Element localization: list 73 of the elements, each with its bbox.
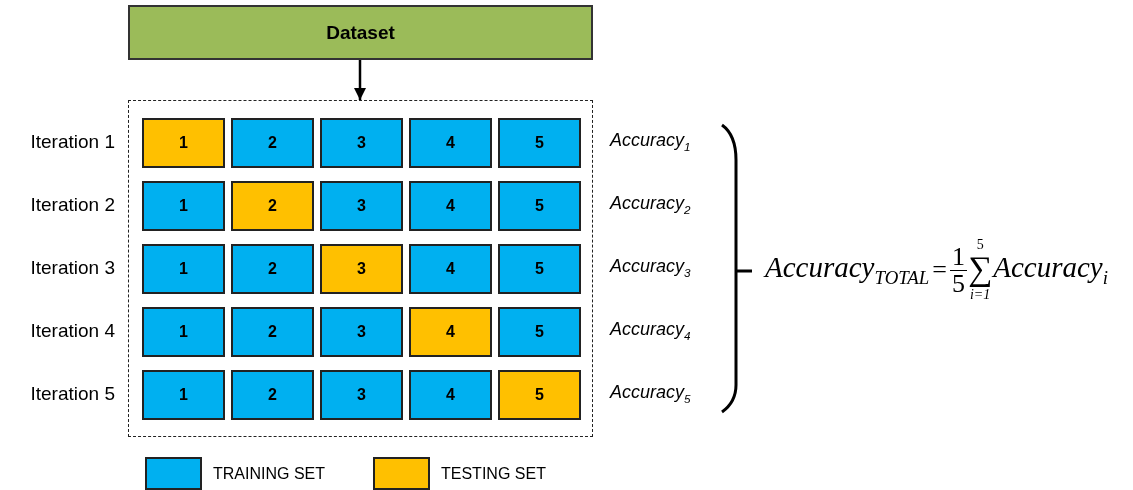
formula-term: Accuracy$_{TOTAL}$ — [765, 251, 930, 289]
cell-text: Dataset — [326, 21, 395, 44]
equals-sign: = — [932, 255, 947, 285]
cell-text: 2 — [268, 134, 277, 152]
cell-text: 2 — [268, 386, 277, 404]
fold-cell — [142, 307, 225, 357]
fraction-denominator: 5 — [952, 270, 965, 297]
fold-cell — [231, 370, 314, 420]
cell-text: 3 — [357, 260, 366, 278]
fold-cell — [320, 307, 403, 357]
cell-text: 1 — [179, 386, 188, 404]
fold-cell — [409, 181, 492, 231]
fold-cell — [498, 307, 581, 357]
accuracy-label: Accuracy$_{5}$ — [610, 382, 691, 405]
cell-text: 5 — [535, 134, 544, 152]
accuracy-label: Accuracy$_{2}$ — [610, 193, 691, 216]
cell-text: 1 — [179, 260, 188, 278]
fold-cell — [409, 370, 492, 420]
fold-cell — [320, 370, 403, 420]
fold-cell — [142, 370, 225, 420]
legend-label: TRAINING SET — [213, 465, 325, 483]
cell-text: 4 — [446, 323, 455, 341]
cell-text: 5 — [535, 260, 544, 278]
cell-text: 1 — [179, 134, 188, 152]
cell-text: 4 — [446, 197, 455, 215]
cell-text: 3 — [357, 134, 366, 152]
fold-cell — [231, 118, 314, 168]
formula-term: Accuracy$_{i}$ — [993, 251, 1108, 289]
cell-text: 5 — [535, 323, 544, 341]
fold-cell — [320, 118, 403, 168]
sum-lower-limit: i=1 — [969, 288, 991, 302]
fold-cell — [498, 370, 581, 420]
fold-cell — [409, 307, 492, 357]
fraction-numerator: 1 — [950, 243, 967, 271]
cell-text: 3 — [357, 386, 366, 404]
cell-text: 1 — [179, 323, 188, 341]
fold-cell — [142, 244, 225, 294]
cell-text: 5 — [535, 197, 544, 215]
cell-text: 4 — [446, 134, 455, 152]
iteration-label: Iteration 5 — [29, 383, 115, 405]
accuracy-label: Accuracy$_{1}$ — [610, 130, 691, 153]
fold-cell — [231, 181, 314, 231]
dataset-box — [128, 5, 593, 60]
fold-cell — [498, 181, 581, 231]
cell-text: 5 — [535, 386, 544, 404]
fold-cell — [320, 244, 403, 294]
accuracy-label: Accuracy$_{3}$ — [610, 256, 691, 279]
fold-cell — [498, 244, 581, 294]
cell-text: 4 — [446, 386, 455, 404]
accuracy-label: Accuracy$_{4}$ — [610, 319, 691, 342]
fold-cell — [231, 244, 314, 294]
cell-text: 2 — [268, 197, 277, 215]
legend-label: TESTING SET — [441, 465, 546, 483]
cell-text: 1 — [179, 197, 188, 215]
cell-text: 2 — [268, 260, 277, 278]
cell-text: 2 — [268, 323, 277, 341]
sum-upper-limit: 5 — [976, 238, 984, 252]
fold-cell — [320, 181, 403, 231]
cell-text: 3 — [357, 197, 366, 215]
cell-text: 4 — [446, 260, 455, 278]
fold-cell — [231, 307, 314, 357]
iteration-label: Iteration 1 — [29, 131, 115, 153]
arrow — [353, 60, 367, 100]
fold-cell — [142, 181, 225, 231]
fold-cell — [409, 118, 492, 168]
fold-cell — [498, 118, 581, 168]
dashed-container — [128, 100, 593, 437]
fold-cell — [409, 244, 492, 294]
iteration-label: Iteration 4 — [29, 320, 115, 342]
fold-cell — [142, 118, 225, 168]
iteration-label: Iteration 3 — [29, 257, 115, 279]
iteration-label: Iteration 2 — [29, 194, 115, 216]
cell-text: 3 — [357, 323, 366, 341]
